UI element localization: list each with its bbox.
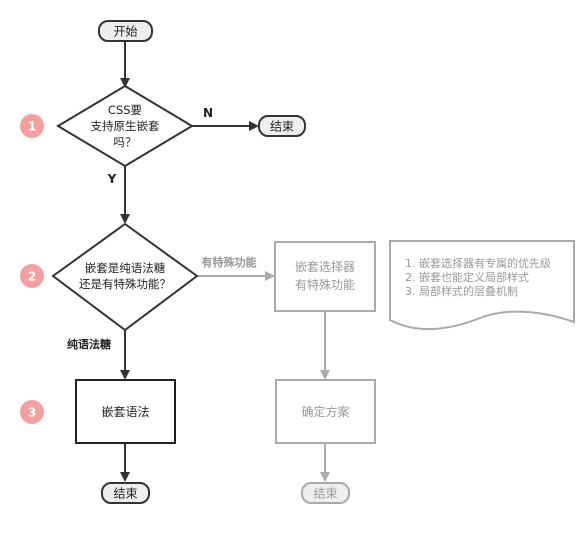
end-no-label: 结束 bbox=[270, 120, 294, 134]
step-badge-1-label: 1 bbox=[28, 120, 36, 134]
decision1-line1: CSS要 bbox=[108, 103, 142, 117]
decision2-line1: 嵌套是纯语法糖 bbox=[85, 261, 166, 275]
decision1-diamond: CSS要 支持原生嵌套 吗？ bbox=[56, 84, 194, 168]
step-badge-3: 3 bbox=[20, 400, 44, 424]
special-box-line1: 嵌套选择器 bbox=[295, 260, 355, 274]
step-badge-2: 2 bbox=[20, 264, 44, 288]
edge-label-special: 有特殊功能 bbox=[202, 255, 257, 269]
decision1-line2: 支持原生嵌套 bbox=[91, 119, 160, 133]
step-badge-1: 1 bbox=[20, 114, 44, 138]
edge-label-sugar: 纯语法糖 bbox=[67, 337, 111, 351]
note-line-1: 1. 嵌套选择器有专属的优先级 bbox=[405, 256, 551, 270]
note-line-3: 3. 局部样式的层叠机制 bbox=[405, 284, 518, 298]
note-document: 1. 嵌套选择器有专属的优先级 2. 嵌套也能定义局部样式 3. 局部样式的层叠… bbox=[389, 240, 575, 331]
decision1-line3: 吗？ bbox=[114, 135, 137, 149]
end-faded-terminal: 结束 bbox=[301, 482, 350, 504]
special-box-line2: 有特殊功能 bbox=[295, 277, 355, 292]
end-main-label: 结束 bbox=[113, 487, 137, 501]
confirm-box-label: 确定方案 bbox=[301, 404, 349, 419]
syntax-box: 嵌套语法 bbox=[75, 379, 176, 444]
step-badge-3-label: 3 bbox=[28, 406, 36, 420]
step-badge-2-label: 2 bbox=[28, 270, 36, 284]
decision2-diamond: 嵌套是纯语法糖 还是有特殊功能？ bbox=[51, 222, 199, 332]
edge-label-n: N bbox=[203, 106, 213, 120]
syntax-box-label: 嵌套语法 bbox=[101, 405, 149, 419]
end-no-terminal: 结束 bbox=[258, 115, 306, 137]
decision2-line2: 还是有特殊功能？ bbox=[79, 277, 171, 291]
start-label: 开始 bbox=[113, 25, 137, 39]
special-box: 嵌套选择器 有特殊功能 bbox=[274, 241, 376, 312]
confirm-box: 确定方案 bbox=[275, 379, 376, 444]
end-faded-label: 结束 bbox=[313, 487, 337, 501]
end-main-terminal: 结束 bbox=[101, 482, 150, 504]
edge-label-y: Y bbox=[107, 172, 117, 186]
note-line-2: 2. 嵌套也能定义局部样式 bbox=[405, 270, 529, 284]
start-terminal: 开始 bbox=[98, 20, 153, 42]
